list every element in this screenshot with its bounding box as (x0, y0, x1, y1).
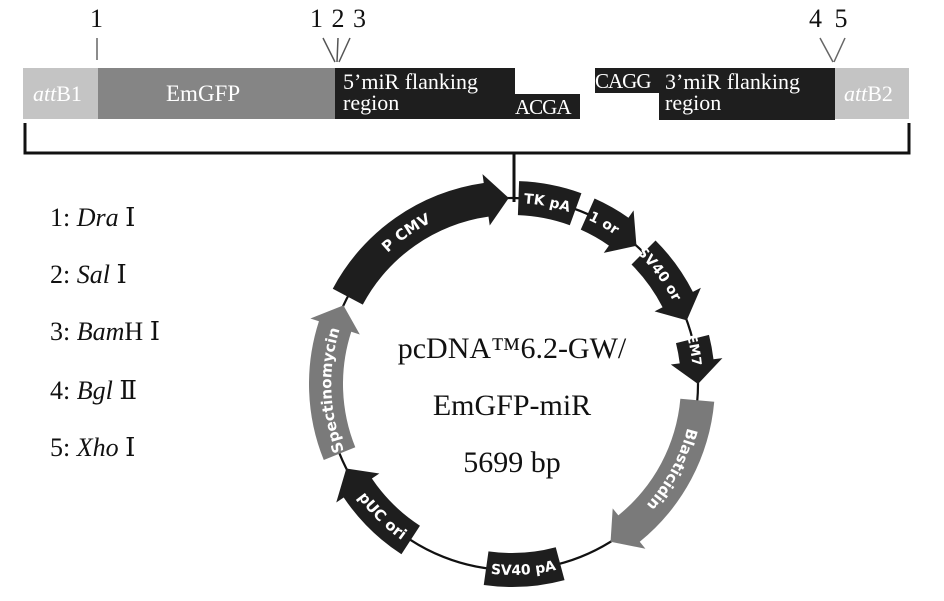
feature-sv40pa-label: SV40 pA (490, 558, 557, 579)
legend-enzyme-plain: H (124, 317, 144, 346)
legend-item-5: 5: Xho Ⅰ (50, 433, 135, 463)
plasmid-name-line2: EmGFP-miR (432, 389, 592, 422)
tick-site-3 (338, 37, 351, 63)
tick-site-5 (833, 37, 846, 63)
feature-tkpa-arc (517, 181, 582, 226)
feature-sv40ori-arc (631, 240, 701, 321)
feature-sv40pa-arc (483, 547, 565, 587)
legend-item-1: 1: Dra Ⅰ (50, 203, 135, 233)
attb2-plain: B2 (867, 81, 893, 106)
legend-num: 3: (50, 317, 71, 346)
attb2-label: attB2 (844, 83, 893, 105)
feature-em7-label: EM7 (683, 333, 703, 366)
legend-item-4: 4: Bgl Ⅱ (50, 376, 137, 406)
site-tick-marks (96, 37, 846, 63)
feature-blasticidin-arc (610, 398, 715, 549)
legend-enzyme: Bam (76, 317, 125, 346)
plasmid-size: 5699 bp (463, 446, 561, 479)
mir3-label-line2: region (665, 90, 722, 115)
legend-enzyme: Xho (76, 433, 119, 462)
legend-item-3: 3: BamH Ⅰ (50, 317, 160, 347)
site-number-1: 1 (90, 4, 103, 33)
feature-sv40ori-label: SV40 ori (0, 0, 684, 304)
legend-enzyme: Sal (76, 260, 110, 289)
legend-roman: Ⅰ (149, 317, 160, 346)
segment-5mir-flanking: 5’miR flanking region (335, 68, 515, 119)
emgfp-label: EmGFP (166, 81, 241, 106)
legend-num: 4: (50, 376, 71, 405)
legend-roman: Ⅰ (116, 260, 127, 289)
tick-site-2 (336, 37, 339, 63)
legend-enzyme: Dra (76, 203, 119, 232)
segment-cagg: CAGG (595, 68, 659, 93)
mir5-label-line1: 5’miR flanking (343, 69, 479, 94)
feature-pcmv-arc (332, 174, 509, 305)
feature-f1ori-arc (580, 198, 637, 253)
feature-em7-arc (670, 334, 723, 384)
segment-attb1: attB1 (23, 68, 98, 119)
site-numbers-4-5: 4 5 (809, 4, 851, 33)
mir3-label-line1: 3’miR flanking (665, 69, 801, 94)
legend-roman: Ⅱ (119, 376, 138, 405)
tick-site-1b (322, 37, 336, 63)
segment-acga: ACGA (515, 94, 580, 119)
segment-emgfp: EmGFP (98, 68, 335, 119)
feature-spectinomycin-arc (308, 305, 360, 461)
legend-num: 1: (50, 203, 71, 232)
attb1-plain: B1 (56, 81, 82, 106)
legend-roman: Ⅰ (125, 433, 136, 462)
plasmid-name-line1: pcDNA™6.2-GW/ (397, 332, 627, 365)
acga-label: ACGA (515, 95, 572, 119)
legend-enzyme: Bgl (76, 376, 113, 405)
legend-num: 2: (50, 260, 71, 289)
site-numbers-1-2-3: 1 2 3 (310, 4, 367, 33)
attb2-italic: att (844, 81, 868, 106)
attb1-italic: att (33, 81, 57, 106)
bracket-line (23, 123, 911, 155)
mir5-label-line2: region (343, 90, 400, 115)
legend-roman: Ⅰ (125, 203, 136, 232)
cagg-label: CAGG (595, 69, 652, 93)
segment-attb2: attB2 (835, 68, 909, 119)
insert-bracket (23, 123, 911, 202)
legend-item-2: 2: Sal Ⅰ (50, 260, 127, 290)
attb1-label: attB1 (33, 83, 82, 105)
legend-num: 5: (50, 433, 71, 462)
feature-puc-arc (336, 468, 420, 555)
segment-3mir-flanking: 3’miR flanking region (659, 68, 835, 120)
tick-site-4 (819, 37, 834, 63)
